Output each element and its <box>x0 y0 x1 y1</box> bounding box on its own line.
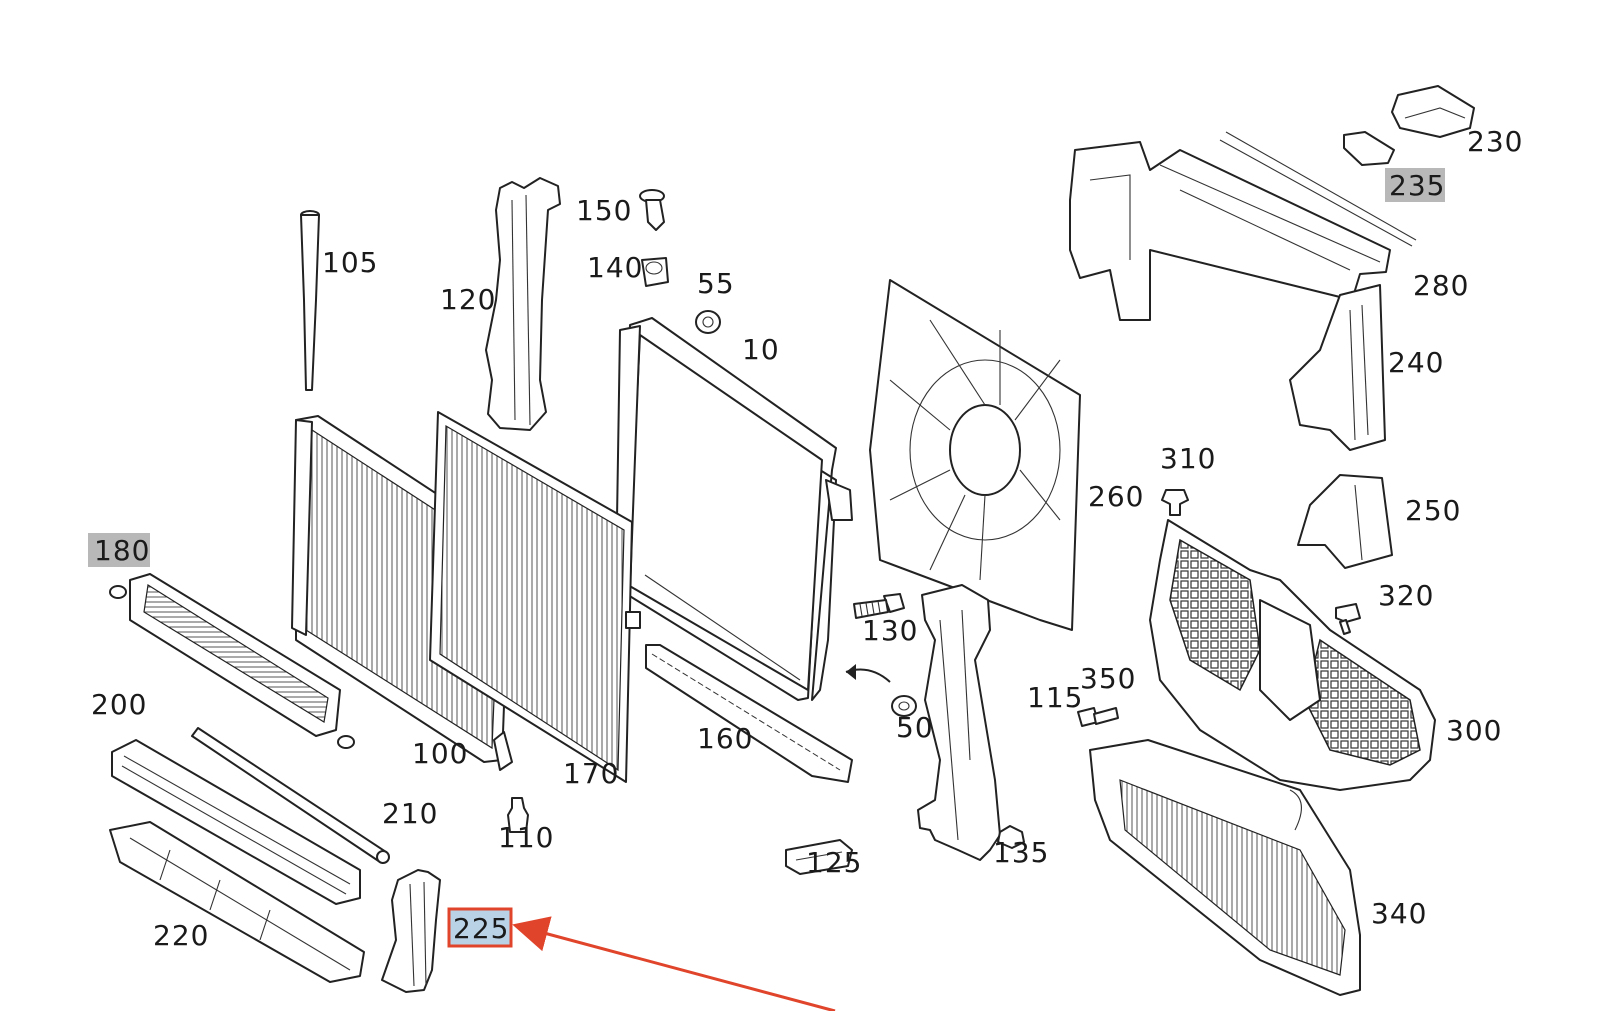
part-180-drawing <box>109 573 355 749</box>
part-105-drawing <box>300 210 320 391</box>
label-50[interactable]: 50 <box>896 711 934 744</box>
part-280-drawing <box>1069 131 1417 321</box>
part-170-drawing <box>429 411 641 783</box>
part-140-drawing <box>641 257 669 287</box>
label-180[interactable]: 180 <box>94 534 150 567</box>
label-250[interactable]: 250 <box>1405 494 1461 527</box>
label-100[interactable]: 100 <box>412 737 468 770</box>
label-300[interactable]: 300 <box>1446 714 1502 747</box>
part-240-drawing <box>1289 284 1386 451</box>
part-50-drawing <box>845 664 917 717</box>
part-10-drawing <box>615 317 853 701</box>
part-260-drawing <box>869 279 1081 631</box>
label-115[interactable]: 115 <box>1027 681 1083 714</box>
label-135[interactable]: 135 <box>993 836 1049 869</box>
label-225[interactable]: 225 <box>453 912 509 945</box>
part-120-drawing <box>485 177 561 431</box>
label-230[interactable]: 230 <box>1467 125 1523 158</box>
label-225-selected[interactable]: 225 <box>447 907 513 948</box>
label-210[interactable]: 210 <box>382 797 438 830</box>
label-235-highlight[interactable]: 235 <box>1385 168 1445 202</box>
label-120[interactable]: 120 <box>440 283 496 316</box>
part-115-drawing <box>917 584 1001 861</box>
part-235-drawing <box>1343 131 1395 166</box>
label-55[interactable]: 55 <box>697 267 735 300</box>
label-170[interactable]: 170 <box>563 757 619 790</box>
label-235[interactable]: 235 <box>1389 169 1445 202</box>
label-130[interactable]: 130 <box>862 614 918 647</box>
label-240[interactable]: 240 <box>1388 346 1444 379</box>
label-320[interactable]: 320 <box>1378 579 1434 612</box>
pointer-arrow <box>512 916 836 1011</box>
label-105[interactable]: 105 <box>322 246 378 279</box>
label-280[interactable]: 280 <box>1413 269 1469 302</box>
part-250-drawing <box>1297 474 1393 569</box>
part-310-drawing <box>1161 489 1189 516</box>
part-340-drawing <box>1089 739 1361 996</box>
part-150-drawing <box>639 189 665 231</box>
part-220-drawing <box>109 821 365 983</box>
part-300-drawing <box>1149 519 1436 791</box>
part-160-drawing <box>645 644 853 783</box>
part-110-drawing <box>507 797 529 833</box>
part-350-drawing <box>1077 707 1119 727</box>
part-210-drawing <box>191 727 390 864</box>
label-180-highlight[interactable]: 180 <box>88 533 150 567</box>
label-160[interactable]: 160 <box>697 722 753 755</box>
label-340[interactable]: 340 <box>1371 897 1427 930</box>
part-230-drawing <box>1391 85 1475 138</box>
label-350[interactable]: 350 <box>1080 662 1136 695</box>
label-10[interactable]: 10 <box>742 333 780 366</box>
label-125[interactable]: 125 <box>806 846 862 879</box>
label-260[interactable]: 260 <box>1088 480 1144 513</box>
label-150[interactable]: 150 <box>576 194 632 227</box>
label-200[interactable]: 200 <box>91 688 147 721</box>
part-135-drawing <box>997 825 1025 849</box>
part-125-drawing <box>785 839 853 875</box>
part-200-drawing <box>111 739 361 905</box>
label-140[interactable]: 140 <box>587 251 643 284</box>
part-130-drawing <box>853 593 905 619</box>
label-220[interactable]: 220 <box>153 919 209 952</box>
label-310[interactable]: 310 <box>1160 442 1216 475</box>
label-110[interactable]: 110 <box>498 821 554 854</box>
part-225-drawing <box>381 869 441 993</box>
part-320-drawing <box>1335 603 1361 635</box>
part-55-drawing <box>695 310 721 334</box>
